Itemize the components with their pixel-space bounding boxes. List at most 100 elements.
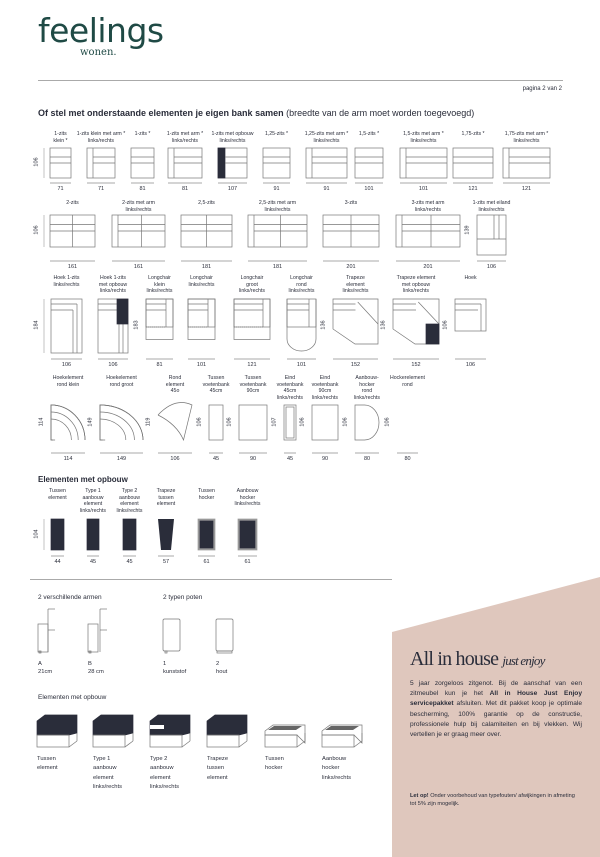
panel-body: 5 jaar zorgeloos zitgenot. Bij de aansch…: [410, 680, 583, 739]
element-width: 57: [162, 559, 170, 565]
element-label: 1-zits *: [134, 131, 151, 137]
element-width: 106: [170, 456, 180, 462]
row1-element: [217, 147, 248, 184]
element-width: 101: [418, 186, 429, 192]
leg-code: 2: [216, 661, 220, 667]
element-label: Aanbouw- hocker rond links/rechts: [354, 375, 380, 401]
heading-note: (breedte van de arm moet worden toegevoe…: [286, 108, 475, 118]
element-width: 161: [67, 264, 78, 270]
element-label: 1,5-zits met arm * links/rechts: [403, 131, 444, 144]
element-width: 81: [156, 362, 163, 368]
element-width: 81: [139, 186, 146, 192]
element-width: 44: [54, 559, 61, 565]
row1-element: [86, 147, 116, 184]
element-width: 90: [321, 456, 329, 462]
opbouw-3d-label: Trapeze tussen element: [207, 756, 229, 781]
element-width: 45: [89, 559, 97, 565]
opbouw-3d-label: Tussen element: [37, 756, 58, 772]
element-width: 106: [486, 264, 497, 270]
row4-element: [208, 404, 224, 454]
opbouw-element: [50, 518, 65, 557]
element-width: 121: [247, 362, 257, 368]
element-width: 45: [126, 559, 133, 565]
element-label: 1,25-zits *: [264, 131, 289, 137]
opbouw-3d-element: [149, 714, 191, 748]
element-label: Hoekelement rond klein: [52, 375, 84, 388]
element-label: Trapeze element links/rechts: [342, 275, 369, 294]
section-heading: Of stel met onderstaande elementen je ei…: [38, 108, 474, 118]
element-label: 3-zits: [344, 200, 358, 206]
row1-element: [262, 147, 291, 184]
disclaimer: Let op! Onder voorbehoud van typefouten/…: [410, 793, 575, 808]
element-label: Hoek 1-zits links/rechts: [53, 275, 80, 288]
opbouw-3d-element: [264, 724, 306, 748]
opbouw-3d-element: [206, 714, 248, 748]
page-number: pagina 2 van 2: [522, 86, 562, 92]
row3-element: [454, 298, 487, 360]
leg-type: kunststof: [163, 669, 187, 675]
element-width: 71: [57, 186, 64, 192]
row1-element: [354, 147, 384, 184]
row3-element: [97, 298, 129, 360]
element-label: Aanbouw hocker links/rechts: [234, 488, 261, 507]
row3-element: [332, 298, 379, 360]
row4-element: [157, 402, 193, 454]
row2-element: [111, 214, 166, 262]
arm-size: 21cm: [38, 669, 53, 675]
leg-type-1: [162, 618, 181, 654]
element-label: 1-zits klein *: [53, 131, 68, 144]
element-label: 2-zits: [66, 200, 79, 206]
opbouw-3d-element: [321, 724, 363, 748]
row2-element: [247, 214, 308, 262]
element-width: 90: [249, 456, 257, 462]
element-label: Longchair groot links/rechts: [239, 275, 265, 294]
row4-element: [397, 452, 418, 454]
arms-title: 2 verschillende armen: [38, 594, 102, 601]
element-width: 80: [363, 456, 371, 462]
element-label: Hoek: [464, 275, 477, 281]
element-label: 2,5-zits: [198, 200, 215, 206]
element-label: Longchair links/rechts: [188, 275, 215, 288]
row3-element: [233, 298, 271, 360]
heading-bold: Of stel met onderstaande elementen je ei…: [38, 108, 284, 118]
element-width: 106: [108, 362, 118, 368]
element-width: 181: [272, 264, 283, 270]
element-label: Type 1 aanbouw element links/rechts: [80, 488, 106, 514]
row3-element: [187, 298, 216, 360]
row4-element: [283, 404, 297, 454]
element-label: 2,5-zits met arm links/rechts: [258, 200, 297, 213]
element-width: 201: [346, 264, 356, 270]
opbouw-3d-title: Elementen met opbouw: [38, 694, 107, 701]
header-divider: [38, 80, 563, 81]
element-label: Tussen voetenbank 45cm: [202, 375, 230, 394]
element-label: 1,75-zits met arm * links/rechts: [504, 131, 549, 144]
row4-element: [311, 404, 339, 454]
row3-element: [392, 298, 440, 360]
leg-type-2: [215, 618, 234, 654]
element-label: 2-zits met arm links/rechts: [122, 200, 155, 213]
element-label: Type 2 aanbouw element links/rechts: [116, 488, 143, 514]
opbouw-3d-label: Aanbouw hocker links/rechts: [322, 756, 351, 781]
element-label: 1,5-zits *: [358, 131, 380, 137]
arm-code: A: [38, 661, 42, 667]
row2-element: [180, 214, 233, 262]
element-width: 101: [196, 362, 207, 368]
element-label: 1-zits met arm * links/rechts: [166, 131, 204, 144]
row4-element: [50, 404, 86, 454]
element-label: 1-zits met eiland links/rechts: [472, 200, 511, 213]
element-width: 61: [203, 559, 210, 565]
opbouw-3d-label: Type 2 aanbouw element links/rechts: [150, 756, 179, 790]
element-width: 45: [286, 456, 294, 462]
element-width: 61: [244, 559, 251, 565]
element-width: 161: [133, 264, 144, 270]
row3-element: [145, 298, 174, 360]
element-width: 149: [116, 456, 127, 462]
element-label: Hoek 1-zits met opbouw links/rechts: [98, 275, 128, 294]
opbouw-title: Elementen met opbouw: [38, 475, 128, 484]
element-width: 201: [423, 264, 433, 270]
arm-b: [87, 608, 107, 654]
row2-element: [49, 214, 96, 262]
opbouw-element: [197, 518, 216, 557]
element-label: Longchair klein links/rechts: [146, 275, 173, 294]
